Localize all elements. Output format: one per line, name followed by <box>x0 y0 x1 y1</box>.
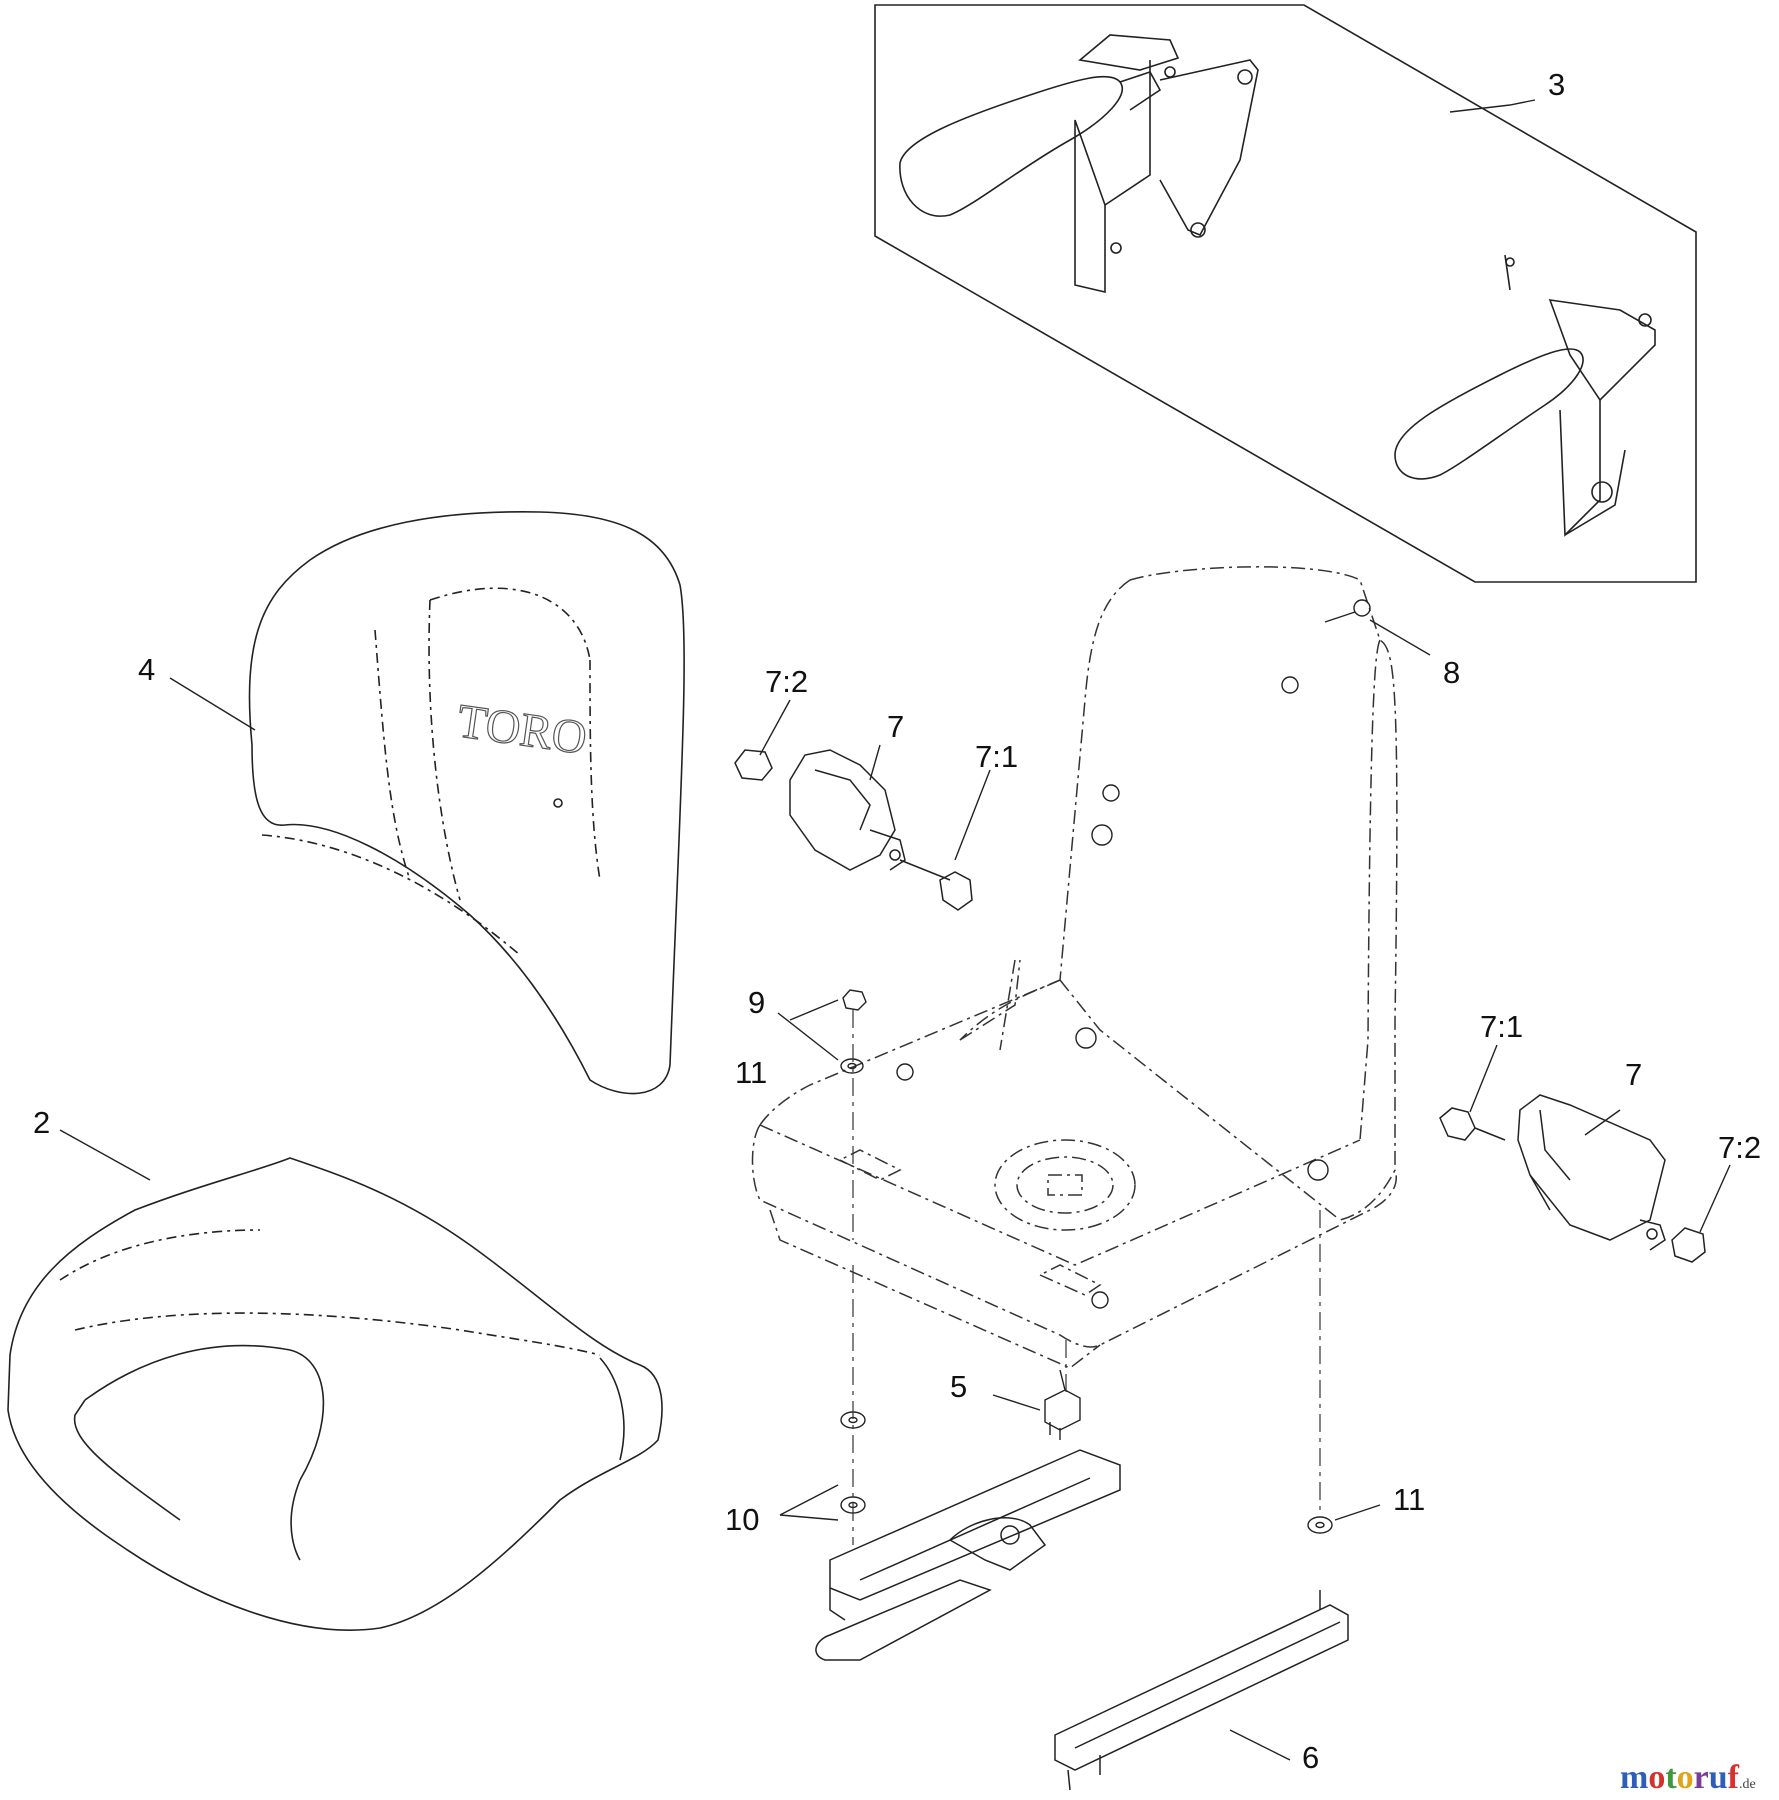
callout-6: 6 <box>1302 1740 1319 1775</box>
callout-11-top: 11 <box>735 1055 767 1090</box>
hardware-small <box>840 599 1371 1534</box>
seat-belt-left <box>734 749 973 911</box>
washer-11-bottom <box>1307 1516 1333 1534</box>
callout-2: 2 <box>33 1105 50 1140</box>
callout-7-1-right: 7:1 <box>1480 1009 1523 1044</box>
callout-labels: 3 4 2 8 7:2 7 7:1 9 11 7:1 7 7:2 5 10 11… <box>33 67 1761 1775</box>
callout-10: 10 <box>725 1502 759 1537</box>
callout-7-right: 7 <box>1625 1057 1642 1092</box>
assembly-centerlines <box>852 1010 1321 1545</box>
seat-frame <box>751 566 1398 1369</box>
seat-belt-right <box>1439 1094 1706 1263</box>
callout-7-1-left: 7:1 <box>975 739 1018 774</box>
seat-rail-left <box>815 1449 1121 1661</box>
washer-11-top <box>840 1058 864 1074</box>
embossed-toro-logo: TORO <box>454 694 590 765</box>
svg-text:motoruf.de: motoruf.de <box>1620 1759 1756 1796</box>
nut-9 <box>842 989 867 1011</box>
callout-4: 4 <box>138 652 155 687</box>
armrest-kit-group <box>874 4 1697 583</box>
callout-3: 3 <box>1548 67 1565 102</box>
leader-lines <box>59 99 1731 1761</box>
armrest-left <box>899 34 1259 294</box>
seat-rail-right <box>1054 1590 1349 1791</box>
screw-8 <box>1353 599 1371 617</box>
callout-7-2-right: 7:2 <box>1718 1130 1761 1165</box>
callout-8: 8 <box>1443 655 1460 690</box>
callout-7-2-left: 7:2 <box>765 664 808 699</box>
callout-7-left: 7 <box>887 709 904 744</box>
armrest-kit-frame <box>874 4 1697 583</box>
armrest-right <box>1394 254 1656 537</box>
callout-9: 9 <box>748 985 765 1020</box>
motoruf-watermark: motoruf.de <box>1620 1759 1756 1796</box>
callout-5: 5 <box>950 1369 967 1404</box>
frame-hardware <box>896 676 1329 1309</box>
seat-back-cushion: TORO <box>248 511 685 1095</box>
seat-bottom-cushion <box>7 1157 663 1631</box>
callout-11-bottom: 11 <box>1393 1482 1425 1517</box>
